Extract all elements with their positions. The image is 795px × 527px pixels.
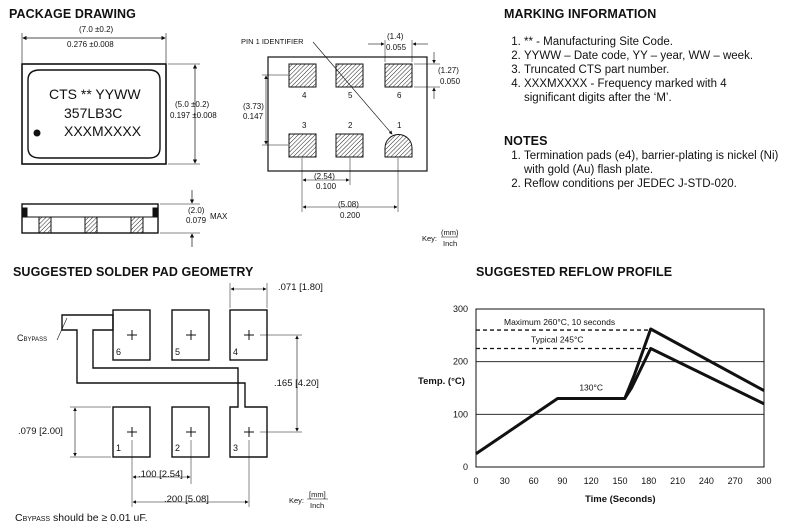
x-tick-label: 240 bbox=[699, 476, 714, 486]
pitch-in-label: 0.100 bbox=[316, 182, 337, 191]
marking-info-item: YYWW – Date code, YY – year, WW – week. bbox=[524, 49, 795, 63]
solder-pin-5: 5 bbox=[175, 347, 181, 357]
y-tick-label: 200 bbox=[453, 357, 468, 367]
x-tick-label: 150 bbox=[612, 476, 627, 486]
solder-pin-6: 6 bbox=[116, 347, 122, 357]
width-mm-label: (7.0 ±0.2) bbox=[79, 25, 114, 34]
pad-width-in-label: 0.055 bbox=[386, 43, 407, 52]
x-tick-label: 180 bbox=[641, 476, 656, 486]
height-in-label: 0.197 ±0.008 bbox=[170, 111, 217, 120]
package-bottom-view bbox=[262, 40, 440, 212]
solder-pad-heading: SUGGESTED SOLDER PAD GEOMETRY bbox=[13, 265, 254, 279]
marking-info-item: XXXMXXXX - Frequency marked with 4 signi… bbox=[524, 77, 779, 105]
reference-label-max: Maximum 260°C, 10 seconds bbox=[504, 317, 615, 327]
chart-xlabel: Time (Seconds) bbox=[585, 494, 656, 505]
marking-info-list: ** - Manufacturing Site Code. YYWW – Dat… bbox=[506, 35, 795, 105]
x-tick-label: 30 bbox=[500, 476, 510, 486]
span-dim: .200 [5.08] bbox=[164, 494, 209, 505]
notes-list: Termination pads (e4), barrier-plating i… bbox=[506, 149, 795, 191]
key-mm-label: (mm) bbox=[441, 228, 459, 237]
x-tick-label: 300 bbox=[756, 476, 771, 486]
pad-crosses bbox=[127, 330, 254, 437]
marking-line-3: XXXMXXXX bbox=[64, 123, 142, 139]
chart-plot-area bbox=[475, 308, 765, 468]
pad-width-dim: .071 [1.80] bbox=[278, 282, 323, 293]
width-in-label: 0.276 ±0.008 bbox=[67, 40, 114, 49]
row-in-label: 0.147 bbox=[243, 112, 264, 121]
cbypass-label: CBYPASS bbox=[17, 333, 48, 343]
solder-dimensions bbox=[56, 283, 302, 507]
thickness-max-label: MAX bbox=[210, 212, 228, 221]
x-tick-label: 210 bbox=[670, 476, 685, 486]
pin1-dot bbox=[33, 129, 41, 137]
package-side-view bbox=[21, 190, 200, 247]
marking-info-heading: MARKING INFORMATION bbox=[504, 7, 657, 21]
notes-heading: NOTES bbox=[504, 134, 548, 148]
x-tick-label: 90 bbox=[557, 476, 567, 486]
note-item: Termination pads (e4), barrier-plating i… bbox=[524, 149, 786, 177]
profile-line-2 bbox=[623, 347, 765, 406]
row-mm-label: (3.73) bbox=[243, 102, 264, 111]
pad-height-in-label: 0.050 bbox=[440, 77, 461, 86]
marking-info-item: ** - Manufacturing Site Code. bbox=[524, 35, 795, 49]
solder-key-inch: Inch bbox=[310, 501, 325, 510]
solder-key-label: Key: bbox=[289, 496, 305, 505]
y-tick-label: 100 bbox=[453, 409, 468, 419]
x-tick-label: 60 bbox=[529, 476, 539, 486]
chart-ylabel: Temp. (°C) bbox=[418, 376, 465, 387]
marking-line-2: 357LB3C bbox=[64, 105, 123, 121]
solder-pin-3: 3 bbox=[233, 443, 239, 453]
row-spacing-dim: .165 [4.20] bbox=[274, 378, 319, 389]
x-tick-label: 0 bbox=[473, 476, 478, 486]
thickness-mm-label: (2.0) bbox=[188, 206, 205, 215]
pin-number-1: 1 bbox=[397, 121, 402, 130]
pad-width-mm-label: (1.4) bbox=[387, 32, 404, 41]
solder-pin-4: 4 bbox=[233, 347, 239, 357]
pin-number-3: 3 bbox=[302, 121, 307, 130]
reflow-heading: SUGGESTED REFLOW PROFILE bbox=[476, 265, 673, 279]
pitch-dim: .100 [2.54] bbox=[138, 469, 183, 480]
solder-pin-1: 1 bbox=[116, 443, 122, 453]
thickness-in-label: 0.079 bbox=[186, 216, 207, 225]
reference-label-typical: Typical 245°C bbox=[531, 335, 584, 345]
solder-pad-geometry bbox=[61, 309, 268, 458]
key-label: Key: bbox=[422, 234, 438, 243]
x-tick-label: 120 bbox=[584, 476, 599, 486]
pin-number-5: 5 bbox=[348, 91, 353, 100]
height-mm-label: (5.0 ±0.2) bbox=[175, 100, 210, 109]
solder-pin-2: 2 bbox=[175, 443, 181, 453]
package-drawing-heading: PACKAGE DRAWING bbox=[9, 7, 136, 21]
package-top-view bbox=[21, 33, 200, 165]
pin-number-4: 4 bbox=[302, 91, 307, 100]
span-in-label: 0.200 bbox=[340, 211, 361, 220]
solder-key-mm: [mm] bbox=[309, 490, 326, 499]
key-inch-label: Inch bbox=[443, 239, 458, 248]
x-tick-label: 270 bbox=[728, 476, 743, 486]
marking-info-item: Truncated CTS part number. bbox=[524, 63, 795, 77]
y-tick-label: 0 bbox=[463, 462, 468, 472]
pin-number-2: 2 bbox=[348, 121, 353, 130]
pad-height-dim: .079 [2.00] bbox=[18, 426, 63, 437]
chart-annotation: 130°C bbox=[579, 383, 603, 393]
pin-number-6: 6 bbox=[397, 91, 402, 100]
pad-height-mm-label: (1.27) bbox=[438, 66, 459, 75]
pin1-identifier-label: PIN 1 IDENTIFIER bbox=[241, 37, 304, 46]
cbypass-footnote: CBYPASS should be ≥ 0.01 uF. bbox=[15, 512, 148, 524]
y-tick-label: 300 bbox=[453, 304, 468, 314]
profile-line-1 bbox=[475, 327, 765, 456]
span-mm-label: (5.08) bbox=[338, 200, 359, 209]
pitch-mm-label: (2.54) bbox=[314, 172, 335, 181]
marking-line-1: CTS ** YYWW bbox=[49, 86, 141, 102]
note-item: Reflow conditions per JEDEC J-STD-020. bbox=[524, 177, 795, 191]
